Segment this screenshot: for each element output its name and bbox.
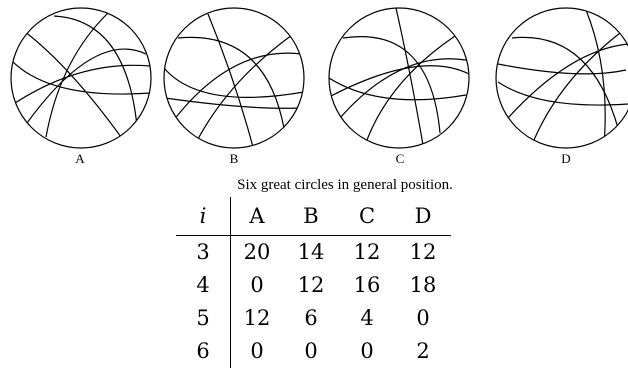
table-cell: 16 xyxy=(353,273,381,297)
table-cell: 14 xyxy=(297,240,325,264)
table-row: 3 20 14 12 12 xyxy=(176,235,451,269)
table-row: 4 0 12 16 18 xyxy=(176,269,451,302)
table-row: 6 0 0 0 2 xyxy=(176,335,451,368)
row-index: 5 xyxy=(176,302,231,335)
diagram-label-a: A xyxy=(75,151,85,166)
column-header-a: A xyxy=(230,197,283,236)
table-cell: 18 xyxy=(409,273,437,297)
column-header-c: C xyxy=(339,197,395,236)
column-header-b: B xyxy=(283,197,339,236)
table-cell: 4 xyxy=(360,306,374,330)
diagram-d xyxy=(495,7,628,149)
diagram-d-outline xyxy=(495,7,628,149)
table-cell: 0 xyxy=(250,273,264,297)
table-cell: 12 xyxy=(409,240,437,264)
table-cell: 0 xyxy=(304,339,318,363)
table-cell: 12 xyxy=(243,306,271,330)
column-header-d: D xyxy=(395,197,451,236)
figure-caption: Six great circles in general position. xyxy=(237,177,453,193)
diagram-c xyxy=(328,7,470,149)
table-header-row: i A B C D xyxy=(176,197,451,236)
diagram-c-outline xyxy=(328,7,470,149)
table-cell: 0 xyxy=(360,339,374,363)
region-count-table: i A B C D 3 20 14 12 12 4 0 12 16 18 5 1… xyxy=(176,197,451,368)
row-index: 3 xyxy=(176,235,231,269)
diagram-label-d: D xyxy=(561,151,571,166)
table-cell: 0 xyxy=(250,339,264,363)
table-cell: 6 xyxy=(304,306,318,330)
index-header: i xyxy=(176,197,231,236)
table-cell: 0 xyxy=(416,306,430,330)
row-index: 6 xyxy=(176,335,231,368)
diagram-b xyxy=(163,7,305,149)
diagram-a xyxy=(10,7,152,149)
table-cell: 2 xyxy=(416,339,430,363)
table-cell: 12 xyxy=(297,273,325,297)
row-index: 4 xyxy=(176,269,231,302)
diagram-a-outline xyxy=(10,7,152,149)
table-cell: 12 xyxy=(353,240,381,264)
great-circle-diagrams xyxy=(10,7,628,149)
table-row: 5 12 6 4 0 xyxy=(176,302,451,335)
diagram-label-c: C xyxy=(395,151,405,166)
diagram-label-b: B xyxy=(229,151,239,166)
diagram-b-outline xyxy=(163,7,305,149)
table-cell: 20 xyxy=(243,240,271,264)
